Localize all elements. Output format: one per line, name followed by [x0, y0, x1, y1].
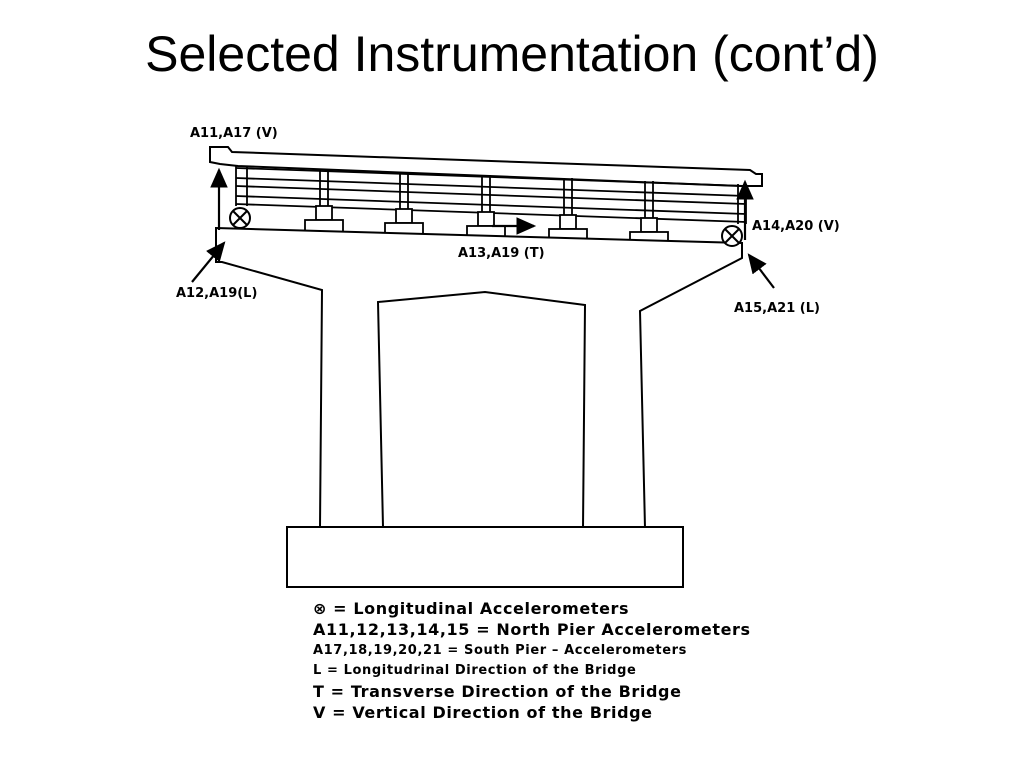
- label-a11-a17: A11,A17 (V): [190, 126, 278, 141]
- label-a12-a19: A12,A19(L): [176, 286, 257, 301]
- girders: [235, 166, 747, 224]
- legend-line-longitudinal-direction: L = Longitudrinal Direction of the Bridg…: [313, 663, 637, 678]
- legend-line-vertical-direction: V = Vertical Direction of the Bridge: [313, 703, 653, 722]
- arrow-a12-a19: [191, 241, 226, 283]
- footing: [286, 526, 684, 588]
- legend-line-south-pier: A17,18,19,20,21 = South Pier – Accelerom…: [313, 643, 687, 658]
- diagram-legend: ⊗ = Longitudinal Accelerometers A11,12,1…: [313, 598, 751, 723]
- label-a14-a20: A14,A20 (V): [752, 219, 840, 234]
- legend-line-longitudinal-accelerometers: ⊗ = Longitudinal Accelerometers: [313, 599, 630, 618]
- label-a15-a21: A15,A21 (L): [734, 301, 820, 316]
- legend-line-transverse-direction: T = Transverse Direction of the Bridge: [313, 682, 682, 701]
- deck: [209, 146, 763, 187]
- longitudinal-accelerometer-right-icon: [721, 225, 743, 247]
- arrow-a15-a21: [747, 253, 775, 289]
- slide-title: Selected Instrumentation (cont’d): [145, 26, 879, 82]
- sensor-arrows: [191, 167, 775, 289]
- label-a13-a19: A13,A19 (T): [458, 246, 545, 261]
- bearings: [304, 205, 669, 245]
- longitudinal-accelerometer-left-icon: [229, 207, 251, 229]
- legend-line-north-pier: A11,12,13,14,15 = North Pier Acceleromet…: [313, 620, 751, 639]
- pier: [215, 226, 743, 529]
